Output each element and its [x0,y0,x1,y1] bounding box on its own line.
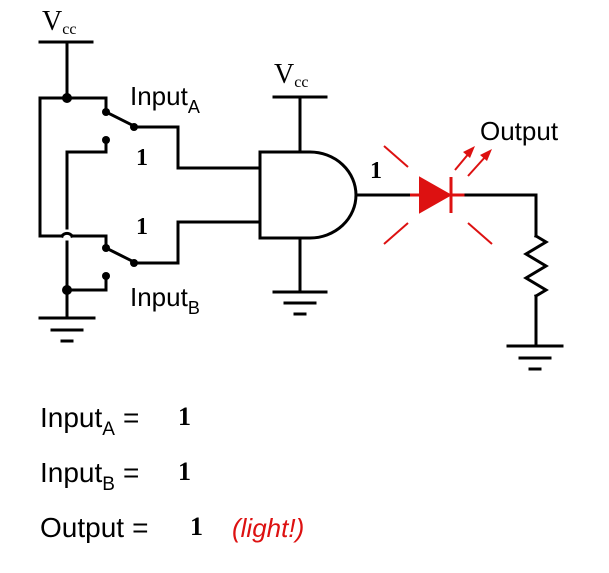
gate-output-state: 1 [370,158,382,184]
vcc-left-supply: Vcc [38,6,94,100]
truth-output-value: 1 [190,512,203,541]
ground-right-symbol [506,344,564,371]
input-a-label: InputA [130,81,200,117]
ground-left-symbol [38,316,96,343]
truth-input-b: InputB= [40,457,139,495]
truth-input-a: InputA= [40,402,139,440]
switch-a: 1 [38,93,262,230]
switch-b: 1 [62,214,262,320]
junction-dot [62,285,72,295]
switch-a-state: 1 [136,145,148,171]
truth-output-note: (light!) [232,513,304,543]
truth-input-a-value: 1 [178,402,191,431]
vcc-left-label: Vcc [42,6,76,38]
switch-a-blade [103,109,137,129]
switch-b-blade [103,245,137,265]
truth-output: Output= [40,512,148,543]
input-b-label: InputB [130,282,200,318]
truth-input-b-value: 1 [178,457,191,486]
vcc-gate-label: Vcc [274,59,308,91]
switch-b-state: 1 [136,214,148,240]
led-lit [383,145,493,245]
junction-dot [62,93,72,103]
resistor [523,233,549,299]
led-triangle [419,176,453,214]
output-label: Output [480,116,559,146]
and-gate: Vcc [258,59,358,316]
